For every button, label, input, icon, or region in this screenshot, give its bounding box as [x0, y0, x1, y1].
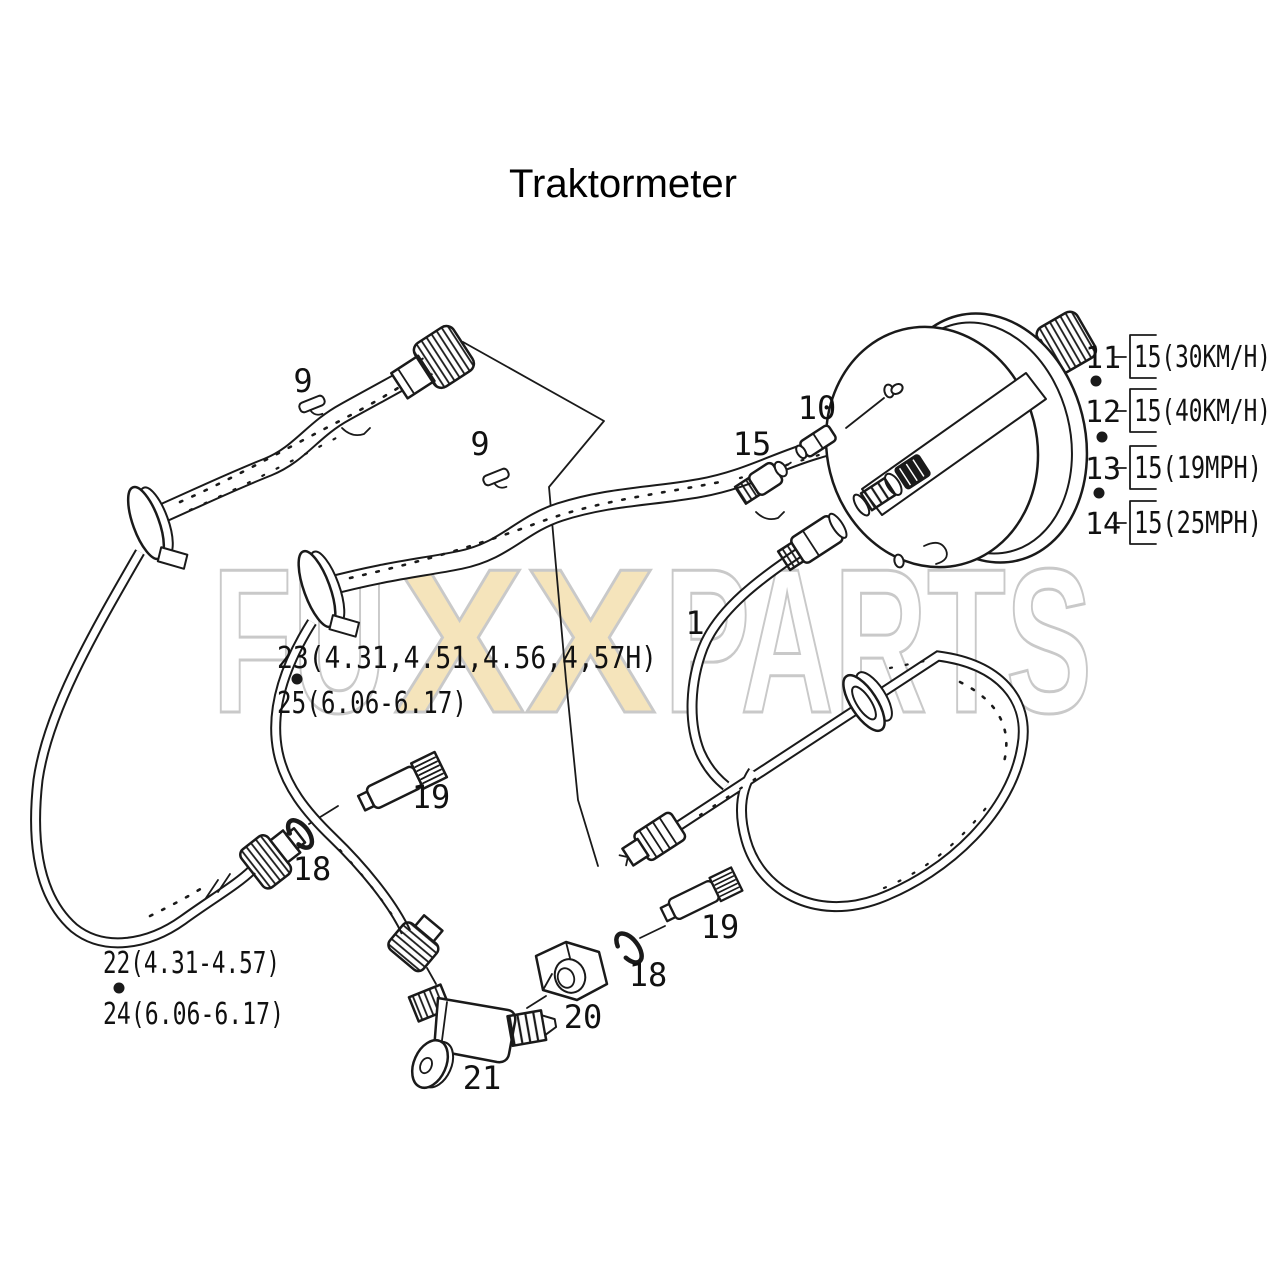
bulb [733, 460, 792, 505]
right-cable-assembly [618, 543, 1029, 913]
upper-cable-assembly [30, 324, 476, 949]
gauge-cable-coupling [776, 512, 848, 572]
variant-label: 15(25MPH) [1134, 506, 1262, 541]
callout-20: 20 [564, 998, 603, 1036]
cable-hook-upper [341, 427, 371, 437]
cable-end-cap-upper [390, 324, 476, 400]
cable-clip-middle [482, 467, 510, 489]
callout-labels: 9 9 10 15 1 19 18 19 18 20 21 23(4.31,4.… [103, 362, 836, 1097]
callout-19a: 19 [412, 778, 451, 816]
variant-label: 15(30KM/H) [1134, 340, 1271, 375]
hex-nut [526, 940, 609, 1009]
gauge-screw [845, 383, 904, 429]
callout-9-middle: 9 [470, 425, 489, 463]
variant-row-13: 13 15(19MPH) [1085, 445, 1262, 490]
callout-9-upper: 9 [293, 362, 312, 400]
flange-mount-upper [126, 485, 189, 570]
callout-15: 15 [733, 425, 772, 463]
cable-connector-lower [618, 811, 687, 867]
variant-row-12: 12 15(40KM/H) [1085, 388, 1271, 433]
gauge [776, 312, 1089, 572]
callout-23: 23(4.31,4.51,4.56,4,57H) [277, 641, 657, 676]
variant-label: 15(19MPH) [1134, 451, 1262, 486]
callout-22: 22(4.31-4.57) [103, 946, 280, 981]
assembly-leader-line [462, 341, 605, 867]
variant-num: 12 [1085, 395, 1121, 430]
angle-drive [407, 983, 558, 1089]
washer-b [614, 931, 644, 965]
page-title: Traktormeter [509, 162, 737, 206]
variant-row-14: 14 15(25MPH) [1085, 500, 1262, 545]
callout-18b: 18 [629, 956, 668, 994]
bulb-socket [795, 424, 837, 460]
flange-mount-middle [297, 549, 361, 638]
variant-table: 11 15(30KM/H) 12 15(40KM/H) 13 15(19MPH)… [1085, 334, 1271, 545]
callout-18a: 18 [293, 850, 332, 888]
variant-num: 13 [1085, 452, 1121, 487]
variant-row-11: 11 15(30KM/H) [1085, 334, 1271, 379]
gauge-drive-cluster [852, 454, 931, 517]
variant-label: 15(40KM/H) [1134, 394, 1271, 429]
cable-ferrule-middle [387, 914, 444, 973]
callout-21: 21 [463, 1059, 502, 1097]
callout-1: 1 [685, 604, 704, 642]
callout-10: 10 [798, 389, 837, 427]
splined-shaft-b [659, 866, 744, 923]
callout-19b: 19 [701, 908, 740, 946]
variant-num: 11 [1085, 341, 1121, 376]
variant-num: 14 [1085, 507, 1121, 542]
washer-a [285, 818, 315, 850]
cable-hook-middle [755, 511, 785, 521]
cable-clip-upper [298, 394, 326, 416]
callout-25: 25(6.06-6.17) [277, 686, 467, 721]
splined-shaft-a [356, 750, 449, 812]
cable-grommet [842, 671, 893, 733]
gauge-hook-tab [923, 541, 948, 565]
callout-24: 24(6.06-6.17) [103, 997, 284, 1032]
